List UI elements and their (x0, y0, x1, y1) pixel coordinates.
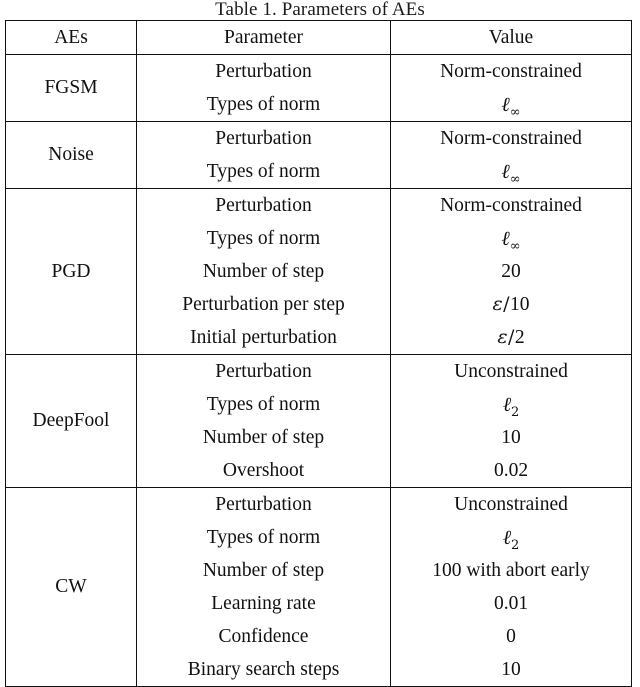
parameter-name: Number of step (202, 560, 325, 581)
ae-name-cell: FGSM (5, 54, 137, 122)
parameter-name: Number of step (202, 261, 325, 282)
parameter-value: ℓ∞ (391, 88, 631, 121)
value-text: 20 (501, 261, 521, 282)
parameter-name: Perturbation (215, 195, 312, 216)
column-header-value: Value (390, 20, 632, 55)
value-text: 0.01 (493, 593, 529, 614)
value-text: 10 (501, 427, 521, 448)
parameter-name: Perturbation (215, 61, 312, 82)
value-list-cell: Unconstrained ℓ2 10 0.02 (390, 354, 632, 488)
parameter-value: 0 (391, 620, 631, 653)
parameter-name: Learning rate (211, 593, 316, 614)
parameter-name: Overshoot (222, 460, 305, 481)
parameter-name: Binary search steps (187, 659, 340, 680)
value-list-cell: Norm-constrained ℓ∞ (390, 121, 632, 189)
table-caption: Table 1. Parameters of AEs (215, 0, 425, 20)
ae-name-cell: DeepFool (5, 354, 137, 488)
ae-name-cell: CW (5, 487, 137, 687)
parameter-value: ε/10 (391, 288, 631, 321)
parameter-name: Confidence (218, 626, 309, 647)
parameter-value: Norm-constrained (391, 189, 631, 222)
value-text: Norm-constrained (440, 195, 582, 216)
parameter-value: Norm-constrained (391, 122, 631, 155)
value-text: ℓ2 (502, 392, 520, 420)
value-list-cell: Norm-constrained ℓ∞ (390, 54, 632, 122)
parameter-value: Unconstrained (391, 488, 631, 521)
value-text: 0 (506, 626, 516, 647)
value-text: ℓ∞ (501, 159, 521, 187)
value-text: 0.02 (493, 460, 529, 481)
column-header-parameter: Parameter (136, 20, 391, 55)
value-text: ε/2 (497, 326, 525, 348)
parameter-name: Perturbation (215, 494, 312, 515)
parameter-value: 0.02 (391, 454, 631, 487)
value-text: Unconstrained (454, 361, 568, 382)
parameter-value: Unconstrained (391, 355, 631, 388)
value-text: 100 with abort early (432, 560, 590, 581)
parameter-name: Perturbation per step (182, 294, 345, 315)
value-text: ε/10 (492, 293, 530, 315)
parameter-name: Perturbation (215, 361, 312, 382)
value-text: ℓ∞ (501, 226, 521, 254)
parameter-name: Types of norm (206, 527, 321, 548)
parameter-value: ℓ∞ (391, 222, 631, 255)
value-text: ℓ∞ (501, 92, 521, 120)
parameter-name: Types of norm (206, 94, 321, 115)
parameter-value: 0.01 (391, 587, 631, 620)
parameter-name: Number of step (202, 427, 325, 448)
parameter-value: Norm-constrained (391, 55, 631, 88)
value-text: ℓ2 (502, 525, 520, 553)
ae-name-cell: PGD (5, 188, 137, 355)
parameter-name: Types of norm (206, 228, 321, 249)
parameter-name: Types of norm (206, 394, 321, 415)
column-header-aes: AEs (5, 20, 137, 55)
parameter-value: 10 (391, 653, 631, 686)
parameter-name: Perturbation (215, 128, 312, 149)
parameter-value: ℓ2 (391, 521, 631, 554)
value-text: Unconstrained (454, 494, 568, 515)
parameter-value: ε/2 (391, 321, 631, 354)
value-list-cell: Norm-constrained ℓ∞ 20 ε/10 ε/2 (390, 188, 632, 355)
value-text: Norm-constrained (440, 61, 582, 82)
parameter-value: ℓ∞ (391, 155, 631, 188)
parameter-value: 100 with abort early (391, 554, 631, 587)
parameter-name: Types of norm (206, 161, 321, 182)
parameter-value: 20 (391, 255, 631, 288)
value-text: 10 (501, 659, 521, 680)
parameter-value: 10 (391, 421, 631, 454)
ae-name-cell: Noise (5, 121, 137, 189)
parameter-value: ℓ2 (391, 388, 631, 421)
value-list-cell: Unconstrained ℓ2 100 with abort early 0.01 0… (390, 487, 632, 687)
value-text: Norm-constrained (440, 128, 582, 149)
parameter-name: Initial perturbation (190, 327, 337, 348)
